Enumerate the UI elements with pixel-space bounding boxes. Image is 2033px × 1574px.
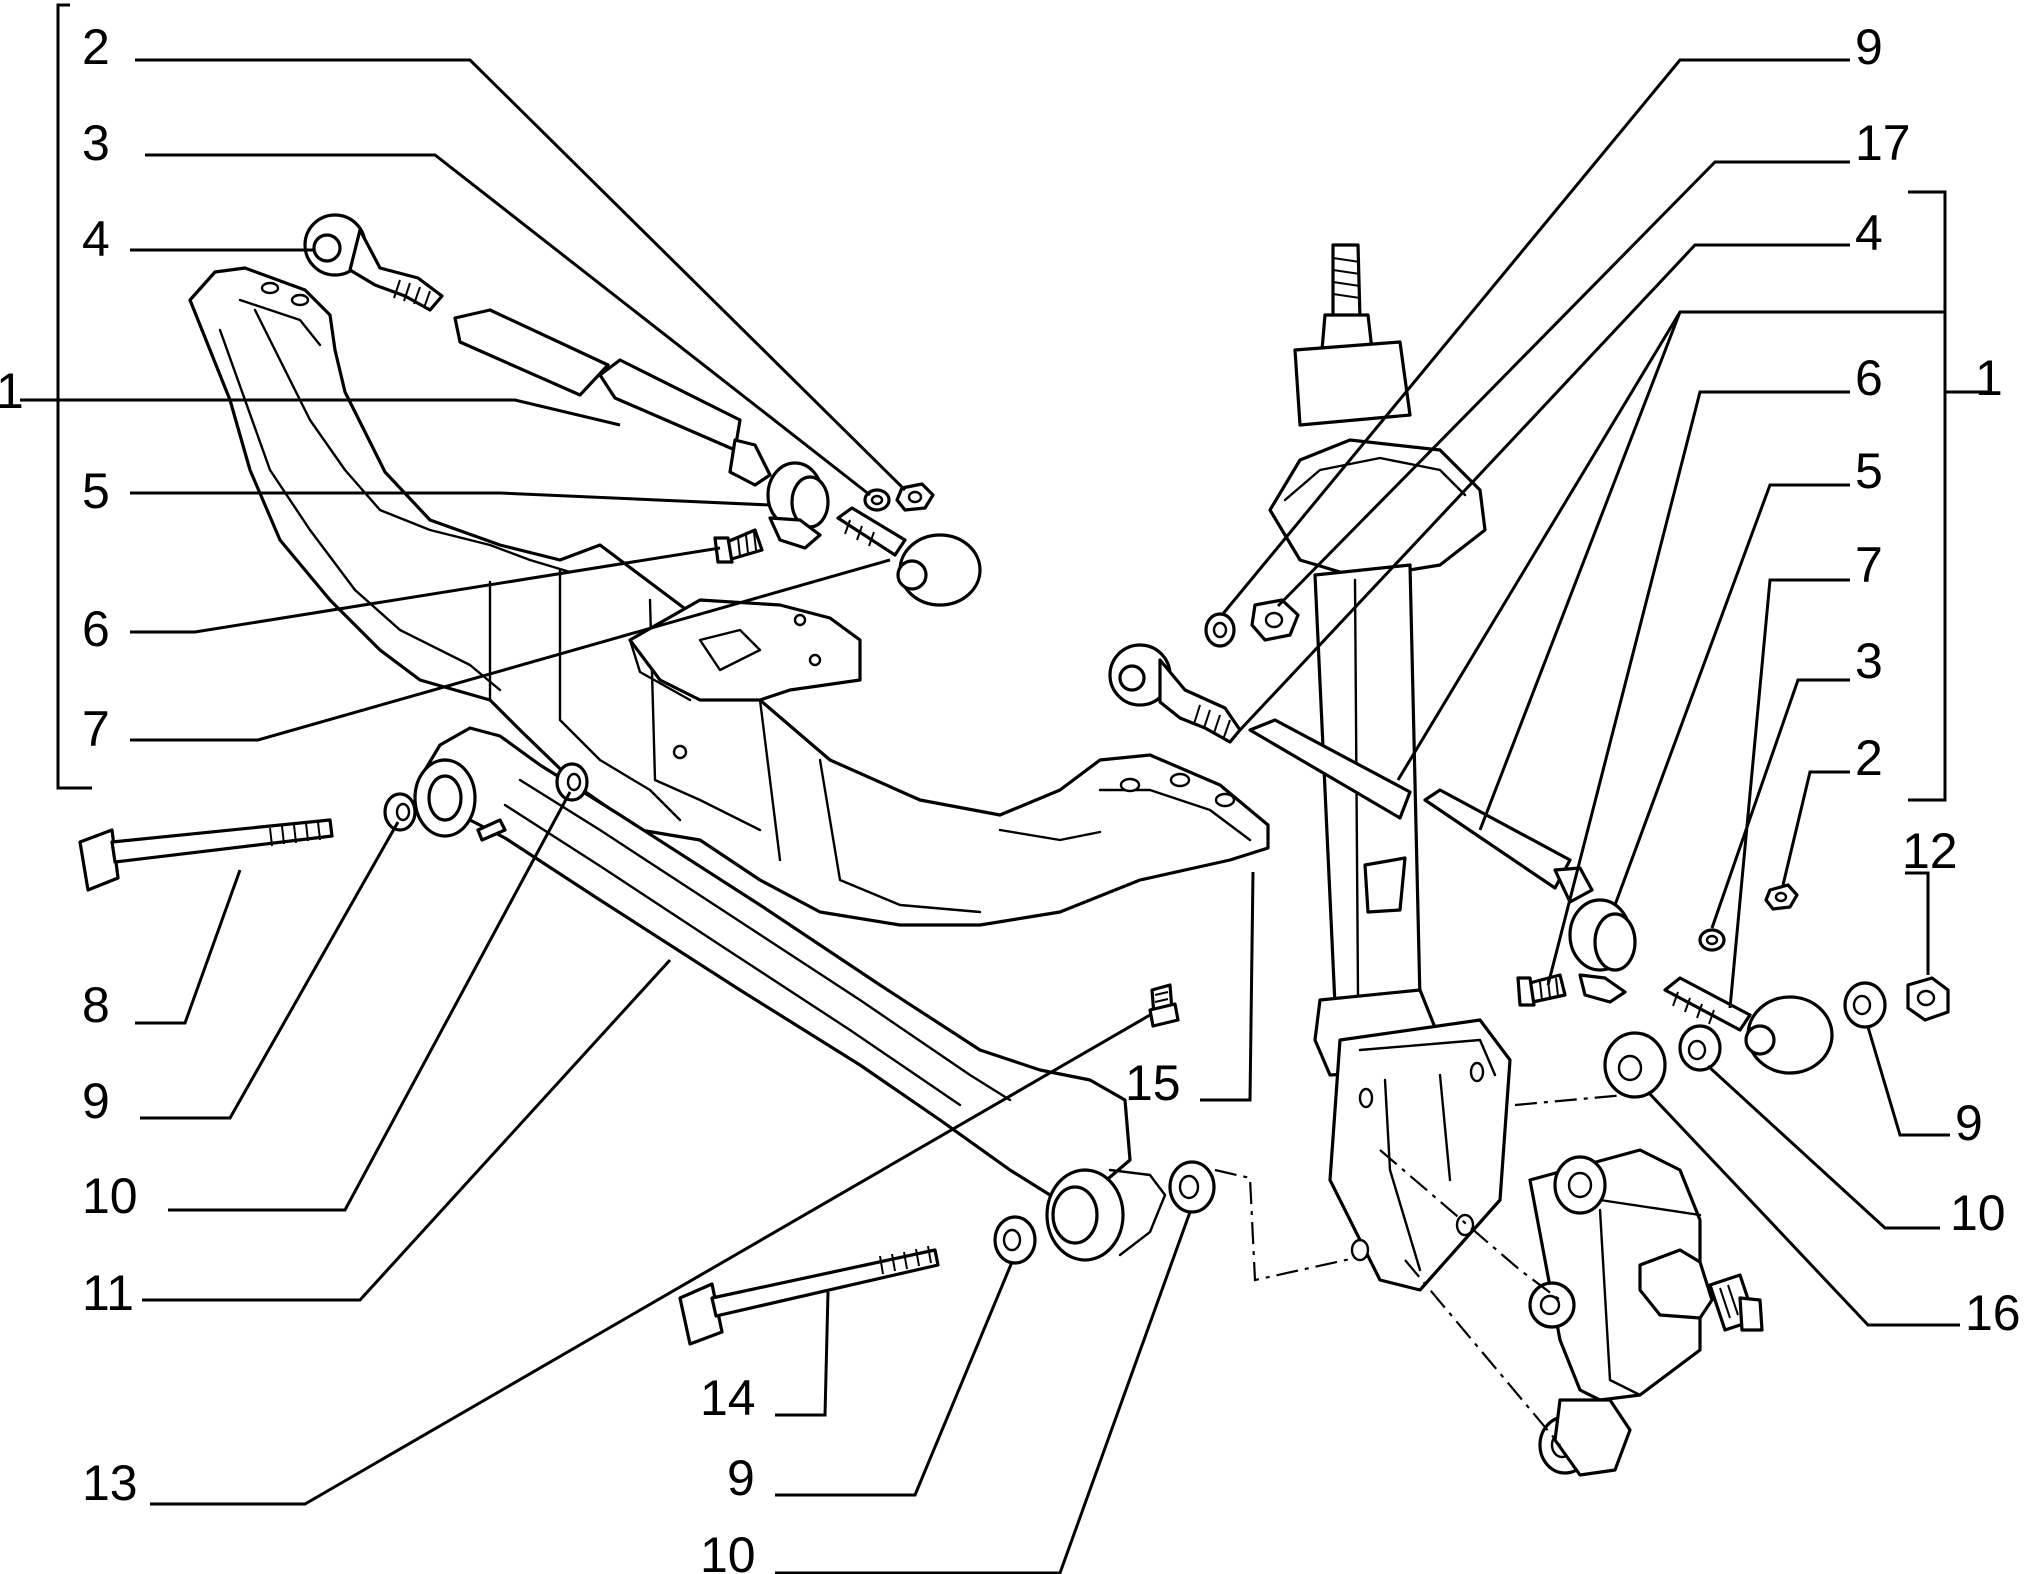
- callout-bottom-10: 10: [700, 1527, 756, 1574]
- left-washer-3: [863, 488, 891, 512]
- callout-right-7: 7: [1855, 537, 1883, 593]
- washer-9-bottom: [993, 1215, 1037, 1265]
- callout-left-7: 7: [82, 701, 110, 757]
- callout-left-9: 9: [82, 1073, 110, 1129]
- washer-9-right: [1843, 981, 1887, 1029]
- callout-right-9-top: 9: [1855, 19, 1883, 75]
- callout-bottom-14: 14: [700, 1370, 756, 1426]
- callout-left-6: 6: [82, 601, 110, 657]
- leader-left-6: [130, 546, 721, 634]
- right-group-bracket: [1908, 190, 1947, 802]
- callout-left-2: 2: [82, 19, 110, 75]
- left-adjustable-rod: [303, 213, 982, 607]
- callout-bottom-9: 9: [727, 1450, 755, 1506]
- callout-right-10: 10: [1950, 1185, 2006, 1241]
- right-clamp: [1568, 898, 1637, 1004]
- right-ball-joint-lower: [1663, 976, 1834, 1075]
- leader-bottom-10: [775, 1211, 1192, 1574]
- leader-left-1: [20, 398, 621, 427]
- rear-crossmember: [188, 266, 1270, 927]
- leader-bottom-14: [775, 1291, 830, 1417]
- leader-right-5: [1613, 483, 1850, 906]
- leader-right-3: [1710, 678, 1850, 929]
- leader-left-13: [150, 1013, 1151, 1506]
- bushing-10-left: [555, 762, 589, 802]
- shock-absorber-strut: [1268, 243, 1512, 1292]
- leader-left-2: [135, 58, 907, 492]
- callout-right-5: 5: [1855, 443, 1883, 499]
- callout-right-1: 1: [1975, 350, 2003, 406]
- wheel-hub-knuckle: [1528, 1148, 1764, 1477]
- callout-right-17: 17: [1855, 115, 1911, 171]
- leader-left-7: [130, 558, 891, 742]
- leader-right-9-low: [1866, 1026, 1950, 1137]
- leader-right-2: [1781, 770, 1850, 886]
- leader-bottom-9: [775, 1261, 1014, 1497]
- callout-left-5: 5: [82, 463, 110, 519]
- callout-left-8: 8: [82, 977, 110, 1033]
- leader-left-8: [135, 869, 242, 1025]
- callout-right-4: 4: [1855, 205, 1883, 261]
- lower-control-arm: [413, 726, 1167, 1262]
- right-nut-2: [1764, 883, 1799, 911]
- callout-left-3: 3: [82, 115, 110, 171]
- callout-right-2: 2: [1855, 730, 1883, 786]
- leader-right-7: [1728, 578, 1850, 1009]
- leader-left-10: [168, 791, 572, 1212]
- callout-right-9-low: 9: [1955, 1095, 1983, 1151]
- left-clamp: [766, 461, 830, 550]
- leader-right-4: [1238, 243, 1850, 732]
- washer-9-strut-top: [1204, 612, 1236, 648]
- leader-right-6: [1546, 390, 1850, 986]
- leader-left-5: [130, 491, 771, 507]
- left-nut-2: [895, 482, 935, 512]
- callout-left-4: 4: [82, 211, 110, 267]
- callout-center-15: 15: [1125, 1055, 1181, 1111]
- callout-right-6: 6: [1855, 350, 1883, 406]
- callout-left-13: 13: [82, 1455, 138, 1511]
- bushing-16: [1603, 1031, 1667, 1099]
- leader-right-12: [1905, 871, 1930, 975]
- left-ball-joint-lower: [836, 506, 982, 607]
- long-bolt-14: [678, 1245, 940, 1346]
- callout-right-3: 3: [1855, 633, 1883, 689]
- leader-right-9-top: [1220, 58, 1850, 616]
- callout-left-1: 1: [0, 363, 24, 419]
- leader-center-15: [1200, 871, 1255, 1102]
- washer-9-left: [383, 792, 417, 832]
- callout-right-16: 16: [1965, 1285, 2021, 1341]
- nut-17: [1250, 598, 1300, 642]
- nut-12: [1906, 976, 1950, 1022]
- left-group-bracket: [56, 3, 92, 790]
- leader-right-1b: [1478, 311, 1682, 831]
- right-washer-3: [1698, 928, 1726, 952]
- knuckle-assembly-line-2: [1404, 1259, 1561, 1446]
- leader-right-16: [1646, 1090, 1960, 1327]
- left-bolt-6: [713, 528, 764, 564]
- washer-10-bottom: [1168, 1160, 1216, 1214]
- callout-right-12: 12: [1902, 823, 1958, 879]
- leader-left-9: [140, 821, 400, 1120]
- leader-right-10: [1706, 1064, 1940, 1230]
- leader-left-11: [142, 958, 672, 1302]
- knuckle-assembly-line-1: [1379, 1149, 1561, 1301]
- callout-left-10: 10: [82, 1168, 138, 1224]
- callout-left-11: 11: [82, 1265, 134, 1321]
- bushing-assembly-line: [1514, 1093, 1626, 1107]
- bushing-10-right: [1678, 1024, 1722, 1072]
- leader-right-17: [1276, 160, 1850, 608]
- bolt-13: [1148, 983, 1180, 1028]
- long-bolt-8: [78, 818, 334, 892]
- bottom-assembly-line: [1214, 1168, 1356, 1282]
- right-ball-joint-upper: [1108, 643, 1242, 744]
- right-bolt-6: [1516, 973, 1567, 1007]
- leader-left-3: [145, 153, 871, 497]
- left-ball-joint-upper: [303, 213, 444, 312]
- right-adjustable-rod: [1108, 643, 1834, 1075]
